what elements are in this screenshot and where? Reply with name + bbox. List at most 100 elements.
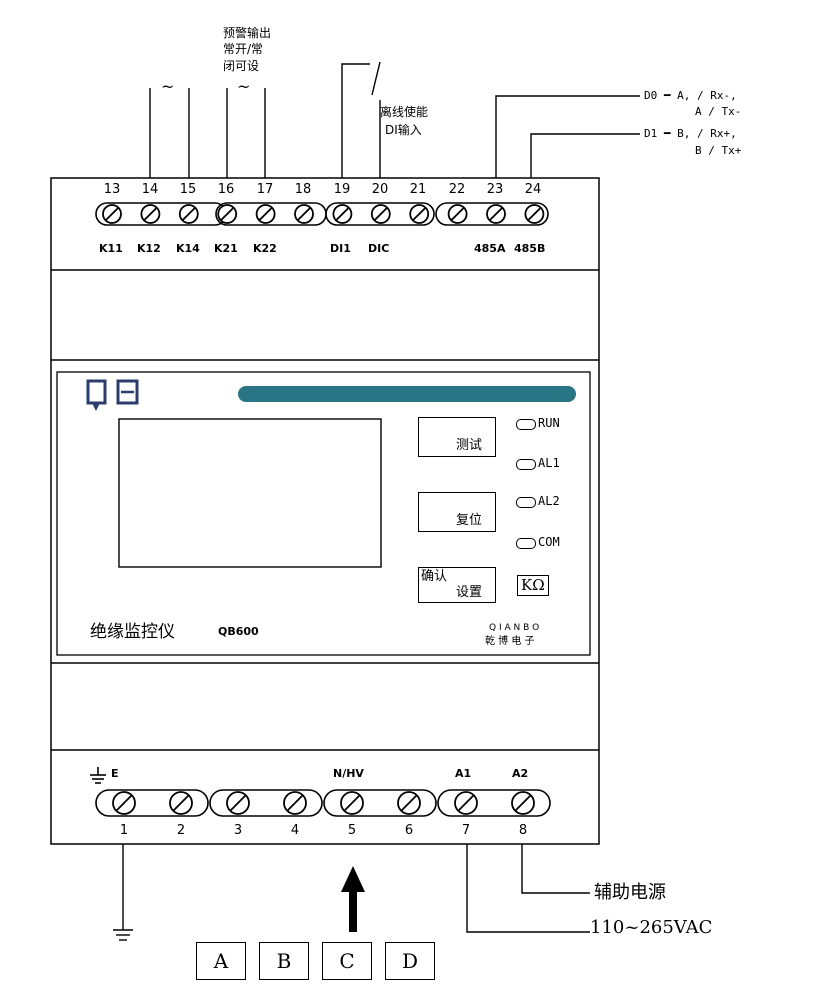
screw-slot [412,207,427,221]
terminal-label: K14 [176,242,200,255]
terminal-number: 23 [486,182,504,197]
al1-led [516,459,536,470]
terminal-number: 8 [518,823,528,838]
screw-slot [450,207,465,221]
reset-button[interactable]: 复位 [418,492,496,532]
model-number: QB600 [218,625,259,638]
terminal-number: 22 [448,182,466,197]
screw-slot [514,794,532,812]
bottom-screw-group [112,791,535,815]
terminal-label: DIC [368,242,390,255]
a2-label: A2 [512,767,529,780]
screw-slot [457,794,475,812]
warning-output-note-1: 预警输出 [223,26,272,40]
screw-slot [229,794,247,812]
screw-slot [373,207,388,221]
screw-slot [181,207,196,221]
run-led [516,419,536,430]
terminal-number: 19 [333,182,351,197]
screw-slot [286,794,304,812]
device-housing [50,177,600,845]
ground-label: E [111,767,119,780]
terminal-label: K22 [253,242,277,255]
terminal-number: 5 [347,823,357,838]
terminal-number: 18 [294,182,312,197]
a1-label: A1 [455,767,472,780]
terminal-number: 24 [524,182,542,197]
logo-icon [86,379,139,411]
lcd-display [118,418,382,568]
terminal-number: 14 [141,182,159,197]
run-led-label: RUN [538,416,560,430]
phase-box-c: C [322,942,372,980]
warning-output-note-3: 闭可设 [223,59,260,73]
screw-slot [343,794,361,812]
screw-slot [143,207,158,221]
terminal-number: 16 [217,182,235,197]
terminal-number: 15 [179,182,197,197]
terminal-number: 3 [233,823,243,838]
ground-symbol-icon [90,767,106,784]
tilde-mark: ~ [161,77,175,96]
terminal-label: K11 [99,242,123,255]
reset-button-label: 复位 [456,513,483,528]
d1-note-line2: B / Tx+ [695,144,742,157]
terminal-number: 21 [409,182,427,197]
brand-latin: Q I A N B O [489,623,540,633]
terminal-number: 2 [176,823,186,838]
terminal-number: 20 [371,182,389,197]
top-wiring [149,61,640,178]
test-button[interactable]: 测试 [418,417,496,457]
screw-slot [220,207,235,221]
terminal-label: K21 [214,242,238,255]
phase-box-d: D [385,942,435,980]
al2-led-label: AL2 [538,494,560,508]
confirm-settings-button[interactable]: 确认 设置 [418,567,496,603]
tilde-mark: ~ [237,77,251,96]
phase-box-a: A [196,942,246,980]
terminal-label: 485A [474,242,506,255]
terminal-label: 485B [514,242,546,255]
screw-slot [297,207,311,221]
top-terminal-screws [95,202,549,226]
aux-power-voltage: 110~265VAC [590,917,713,938]
screw-slot [172,794,190,812]
terminal-number: 7 [461,823,471,838]
screw-slot [115,794,133,812]
terminal-number: 6 [404,823,414,838]
brand-chinese: 乾 博 电 子 [485,636,535,647]
settings-label: 设置 [456,585,483,600]
terminal-number: 13 [103,182,121,197]
screw-slot [400,794,418,812]
al1-led-label: AL1 [538,456,560,470]
com-led-label: COM [538,535,560,549]
terminal-label: K12 [137,242,161,255]
product-name: 绝缘监控仪 [90,622,175,642]
screw-slot [258,207,273,221]
screw-slot [105,207,119,221]
confirm-label: 确认 [421,569,448,584]
test-button-label: 测试 [456,438,483,453]
terminal-label: DI1 [330,242,351,255]
d0-note-line1: D0 ━ A, / Rx-, [644,89,737,102]
nhv-label: N/HV [333,767,364,780]
warning-output-note-2: 常开/常 [223,42,264,56]
screw-slot [489,207,503,221]
terminal-number: 1 [119,823,129,838]
offline-enable-note-1: 离线使能 [380,105,429,119]
d0-note-line2: A / Tx- [695,105,742,118]
status-bar [238,386,576,402]
phase-box-b: B [259,942,309,980]
screw-slot [527,207,542,221]
terminal-number: 4 [290,823,300,838]
d1-note-line1: D1 ━ B, / Rx+, [644,127,737,140]
aux-power-label: 辅助电源 [594,882,666,903]
bottom-terminal-blocks [95,789,551,817]
offline-enable-note-2: DI输入 [385,123,422,137]
terminal-number: 17 [256,182,274,197]
input-arrow-icon [341,866,365,932]
unit-box: KΩ [517,575,549,596]
top-screw-group [102,204,545,224]
al2-led [516,497,536,508]
